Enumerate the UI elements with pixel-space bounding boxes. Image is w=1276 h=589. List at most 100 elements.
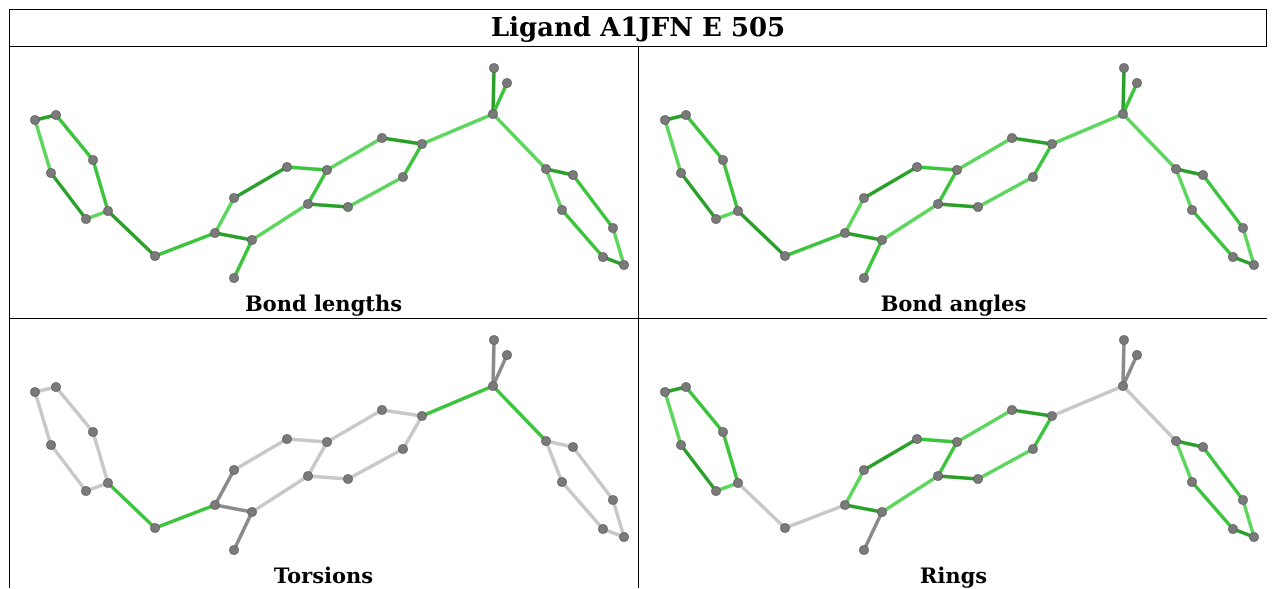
bond-lengths-18-20: [491, 81, 509, 116]
atom-lengths-0: [30, 115, 40, 125]
bond-angles-3-4: [679, 171, 718, 221]
bond-rings-13-14: [976, 447, 1035, 481]
bond-torsions-18-20: [491, 353, 509, 388]
atom-lengths-10: [322, 165, 332, 175]
atom-rings-11: [1007, 405, 1017, 415]
atom-angles-6: [780, 251, 790, 261]
atom-torsions-17: [229, 545, 239, 555]
atom-rings-4: [711, 486, 721, 496]
atom-rings-16: [877, 507, 887, 517]
atom-rings-20: [1132, 350, 1142, 360]
bond-lengths-12-13: [401, 142, 424, 179]
bond-torsions-6-7: [153, 503, 217, 530]
atom-lengths-17: [229, 273, 239, 283]
atom-rings-5: [733, 478, 743, 488]
atom-angles-3: [676, 168, 686, 178]
atom-rings-23: [1187, 477, 1197, 487]
panel-torsions: Torsions: [9, 319, 638, 589]
atom-angles-8: [859, 193, 869, 203]
bond-angles-13-14: [976, 175, 1035, 209]
row-divider: [9, 318, 1267, 319]
bond-rings-16-17: [862, 510, 884, 552]
bond-angles-8-9: [862, 165, 919, 200]
bond-angles-14-15: [936, 202, 980, 209]
atom-rings-14: [973, 474, 983, 484]
atom-lengths-1: [51, 110, 61, 120]
atom-angles-2: [718, 155, 728, 165]
bond-torsions-18-21: [491, 384, 548, 443]
bond-angles-18-20: [1121, 81, 1139, 116]
bond-rings-8-9: [862, 437, 919, 472]
atom-rings-2: [718, 427, 728, 437]
atom-rings-1: [681, 382, 691, 392]
bond-torsions-2-5: [91, 430, 110, 485]
atom-rings-13: [1028, 444, 1038, 454]
bond-torsions-5-6: [106, 481, 157, 530]
center-divider: [638, 47, 639, 588]
molecule-rings: [660, 335, 1259, 555]
atom-rings-21: [1171, 436, 1181, 446]
bond-lengths-0-3: [33, 118, 53, 175]
atom-lengths-13: [398, 172, 408, 182]
bond-rings-16-7: [843, 503, 884, 514]
bond-lengths-14-15: [306, 202, 350, 209]
bond-angles-22-24: [1201, 173, 1245, 230]
bond-rings-18-21: [1121, 384, 1178, 443]
atom-lengths-11: [377, 133, 387, 143]
atom-lengths-4: [81, 214, 91, 224]
atom-torsions-12: [417, 411, 427, 421]
atom-angles-14: [973, 202, 983, 212]
bond-angles-18-21: [1121, 112, 1178, 171]
bond-angles-5-6: [736, 209, 787, 258]
bond-rings-3-4: [679, 443, 718, 493]
bond-angles-18-19: [1121, 66, 1126, 116]
atom-rings-15: [933, 471, 943, 481]
bond-angles-12-18: [1050, 112, 1125, 146]
atom-torsions-22: [568, 442, 578, 452]
atom-rings-22: [1198, 442, 1208, 452]
bond-lengths-12-18: [420, 112, 495, 146]
atom-rings-12: [1047, 411, 1057, 421]
bond-rings-15-16: [880, 474, 940, 514]
atom-angles-20: [1132, 78, 1142, 88]
bond-lengths-18-19: [491, 66, 496, 116]
bond-angles-15-16: [880, 202, 940, 242]
bond-rings-18-19: [1121, 338, 1126, 388]
bond-torsions-24-25: [611, 498, 626, 539]
bond-angles-16-17: [862, 238, 884, 280]
panel-bond-lengths: Bond lengths: [9, 47, 638, 317]
bond-torsions-12-13: [401, 414, 424, 451]
atom-angles-22: [1198, 170, 1208, 180]
atom-rings-24: [1238, 495, 1248, 505]
bond-rings-23-21: [1174, 439, 1194, 484]
atom-rings-17: [859, 545, 869, 555]
bond-torsions-14-15: [306, 474, 350, 481]
atom-torsions-2: [88, 427, 98, 437]
bond-angles-9-10: [915, 165, 959, 172]
atom-torsions-7: [210, 500, 220, 510]
caption-bond-lengths: Bond lengths: [244, 291, 403, 316]
bond-rings-26-23: [1190, 480, 1235, 531]
bond-torsions-13-14: [346, 447, 405, 481]
bond-lengths-6-7: [153, 231, 217, 258]
bond-lengths-23-21: [544, 167, 564, 212]
atom-angles-10: [952, 165, 962, 175]
atom-rings-7: [840, 500, 850, 510]
atom-torsions-1: [51, 382, 61, 392]
bond-rings-5-6: [736, 481, 787, 530]
bond-rings-15-10: [936, 440, 959, 478]
molecule-bond-lengths: [30, 63, 629, 283]
bond-torsions-9-10: [285, 437, 329, 444]
atom-lengths-26: [598, 252, 608, 262]
bond-lengths-15-16: [250, 202, 310, 242]
bond-torsions-22-24: [571, 445, 615, 502]
atom-rings-8: [859, 465, 869, 475]
bond-angles-6-7: [783, 231, 847, 258]
atom-lengths-20: [502, 78, 512, 88]
bond-lengths-26-23: [560, 208, 605, 259]
atom-torsions-19: [489, 335, 499, 345]
atom-lengths-15: [303, 199, 313, 209]
bond-lengths-15-10: [306, 168, 329, 206]
bond-torsions-12-18: [420, 384, 495, 418]
figure-frame: Ligand A1JFN E 505 Bond lengths Bond ang…: [9, 9, 1267, 588]
